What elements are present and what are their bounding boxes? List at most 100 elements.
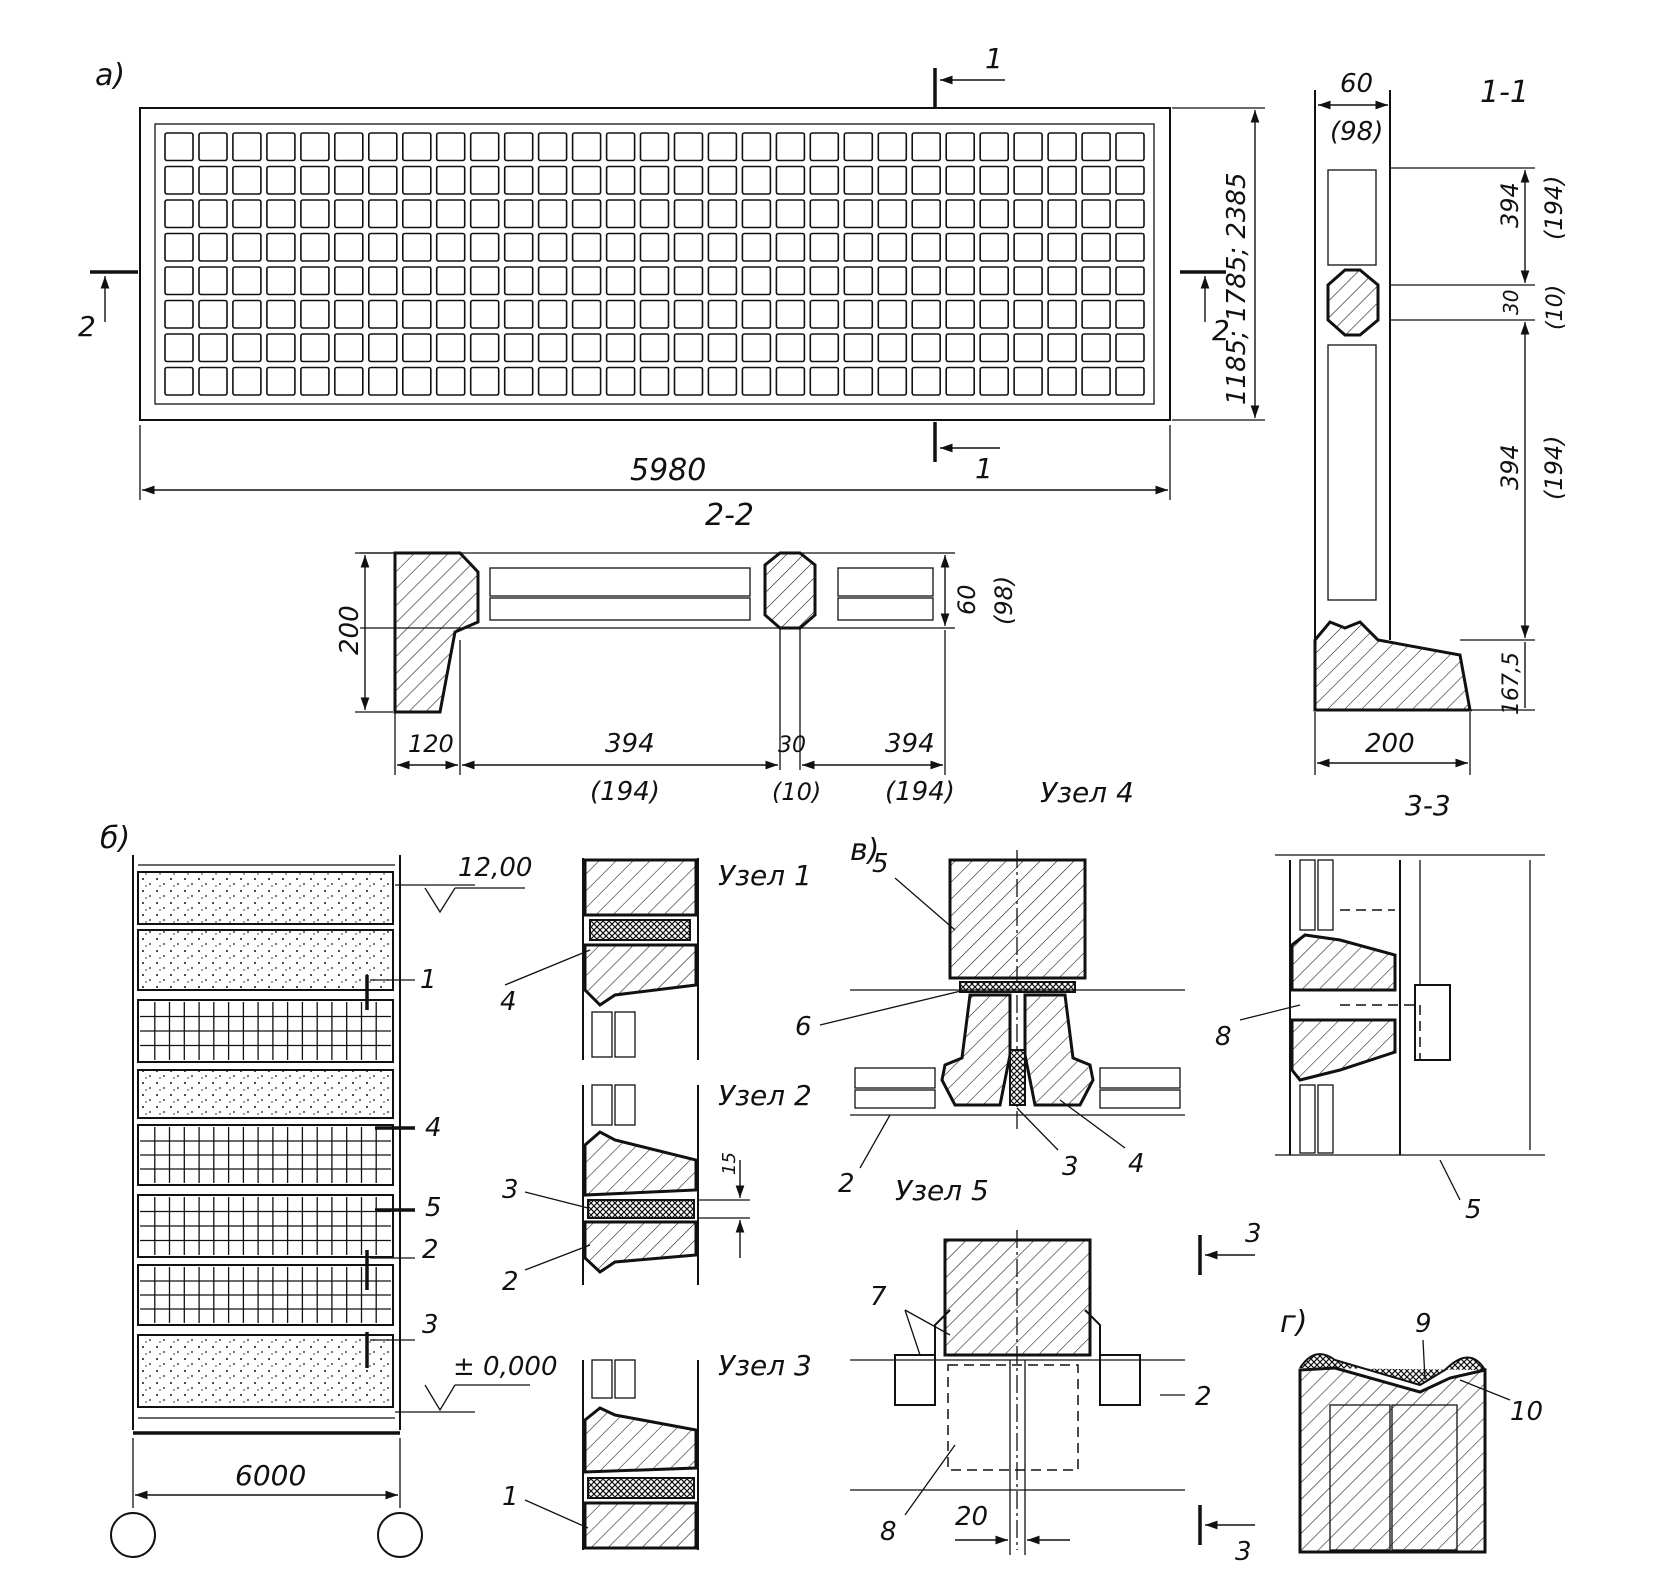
- glass-block-cell: [300, 199, 330, 229]
- glass-block-cell: [877, 132, 908, 162]
- facade-callout-3: 3: [422, 1310, 439, 1340]
- glass-block-cell: [843, 333, 874, 363]
- glass-block-cell: [300, 299, 330, 329]
- s22-394b-text: 394: [885, 729, 935, 759]
- glass-block-cell: [911, 366, 942, 396]
- glass-block-cell: [741, 366, 772, 396]
- node-2-title: Узел 2: [718, 1079, 812, 1112]
- glass-block-cell: [367, 132, 398, 162]
- glass-block-cell: [843, 199, 874, 229]
- glass-block-cell: [401, 333, 432, 363]
- section-1-1-bottom-frame: [1313, 620, 1472, 712]
- glass-block-cell: [877, 165, 908, 195]
- s22-30-text: 30: [778, 733, 806, 758]
- glass-block-cell: [198, 333, 228, 363]
- node1-lower-block: [583, 943, 698, 1007]
- glass-block-cell: [945, 366, 976, 396]
- glass-block-cell: [843, 266, 874, 296]
- span-dimension-text: 6000: [235, 1459, 306, 1492]
- glass-block-cell: [639, 232, 670, 262]
- level-zero-text: ± 0,000: [453, 1352, 557, 1382]
- facade-concrete-2: [137, 929, 394, 991]
- glass-block-cell: [571, 232, 602, 262]
- glass-block-cell: [639, 165, 670, 195]
- glass-block-cell: [775, 299, 806, 329]
- node4-cell-l2: [854, 1089, 936, 1109]
- glass-block-cell: [1013, 165, 1043, 195]
- glass-block-cell: [571, 266, 602, 296]
- level-top-mark: [424, 887, 456, 914]
- node4-leader-4: [1059, 1099, 1126, 1149]
- glass-block-cell: [877, 266, 908, 296]
- glass-block-cell: [198, 165, 228, 195]
- glass-block-cell: [775, 165, 806, 195]
- s22-edge-frame: [393, 551, 480, 714]
- facade-callout-1: 1: [420, 965, 437, 995]
- length-dimension-text: 5980: [630, 453, 706, 488]
- node1-cell-a: [591, 1011, 613, 1058]
- glass-block-cell: [707, 366, 738, 396]
- glass-block-cell: [469, 366, 500, 396]
- glass-block-cell: [843, 299, 874, 329]
- glass-block-cell: [1081, 232, 1111, 262]
- glass-block-cell: [537, 165, 568, 195]
- node5-cut3-top-label: 3: [1245, 1219, 1262, 1249]
- glass-block-cell: [1013, 266, 1043, 296]
- node4-cell-r2: [1099, 1089, 1181, 1109]
- glass-block-cell: [1081, 299, 1111, 329]
- glass-block-cell: [469, 333, 500, 363]
- glass-block-cell: [1081, 366, 1111, 396]
- section-1-1-title: 1-1: [1480, 75, 1529, 110]
- s22-200-text: 200: [335, 605, 365, 655]
- glass-block-cell: [232, 199, 262, 229]
- glass-block-cell: [673, 199, 704, 229]
- glass-block-cell: [198, 266, 228, 296]
- glass-block-cell: [673, 165, 704, 195]
- s33-cell-b: [1317, 859, 1334, 931]
- glass-block-cell: [333, 232, 364, 262]
- facade-callout-2: 2: [422, 1235, 439, 1265]
- glass-block-cell: [605, 266, 636, 296]
- glass-block-cell: [401, 199, 432, 229]
- glass-block-cell: [401, 232, 432, 262]
- glass-block-cell: [367, 333, 398, 363]
- node5-leader-7a: [904, 1309, 951, 1336]
- glass-block-cell: [809, 232, 840, 262]
- glass-block-cell: [707, 199, 738, 229]
- glass-block-cell: [571, 132, 602, 162]
- glass-block-cell: [232, 165, 262, 195]
- glass-block-cell: [333, 132, 364, 162]
- s22-194-text: (194): [590, 777, 660, 807]
- glass-block-cell: [435, 333, 466, 363]
- glass-block-cell: [877, 366, 908, 396]
- facade-concrete-4: [137, 1334, 394, 1408]
- facade-concrete-3: [137, 1069, 394, 1119]
- glass-block-cell: [164, 366, 194, 396]
- node2-15-text: 15: [719, 1152, 740, 1175]
- node4-cell-r1: [1099, 1067, 1181, 1089]
- node5-cut3-bottom-label: 3: [1235, 1537, 1252, 1567]
- node4-leader-2: [859, 1114, 891, 1169]
- glass-block-cell: [741, 199, 772, 229]
- glass-block-cell: [198, 199, 228, 229]
- s11-10: (10): [1543, 285, 1568, 330]
- panel-g-label: г): [1280, 1305, 1307, 1340]
- panel-g-leader-10: [1459, 1379, 1511, 1401]
- glass-block-cell: [1047, 132, 1077, 162]
- glass-block-cell: [300, 165, 330, 195]
- glass-block-cell: [877, 299, 908, 329]
- level-zero-mark: [424, 1384, 456, 1412]
- node-1-title: Узел 1: [718, 859, 812, 892]
- glass-block-cell: [1115, 299, 1145, 329]
- glass-block-cell: [503, 266, 534, 296]
- s22-cell2-lower: [837, 597, 934, 621]
- node4-leader-5: [894, 877, 956, 931]
- glass-block-cell: [333, 165, 364, 195]
- glass-block-cell: [198, 299, 228, 329]
- node3-cell-b: [614, 1359, 636, 1399]
- glass-block-cell: [367, 366, 398, 396]
- s22-120-text: 120: [408, 730, 454, 758]
- glass-block-cell: [571, 366, 602, 396]
- s33-lower-frame: [1290, 1018, 1397, 1082]
- glass-block-cell: [605, 199, 636, 229]
